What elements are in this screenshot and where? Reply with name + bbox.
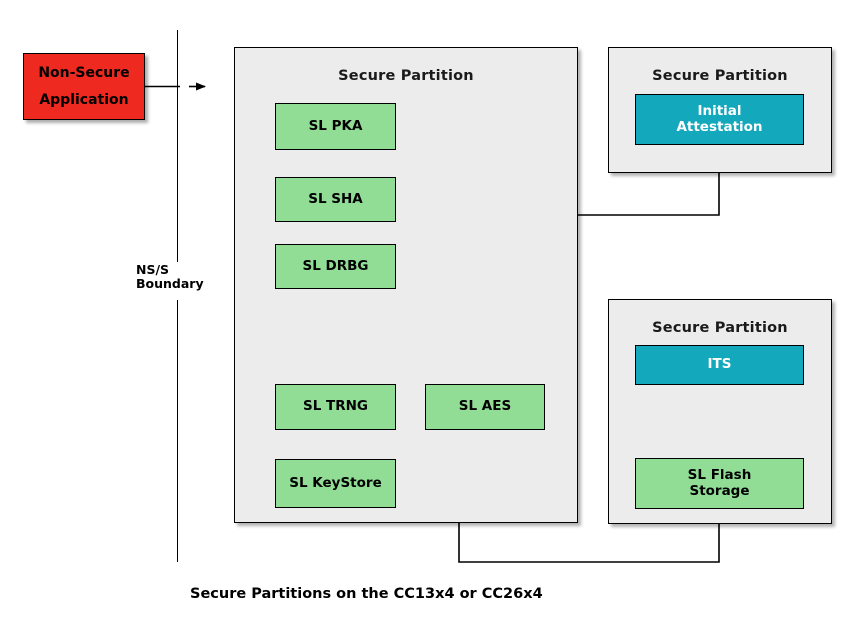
diagram-caption: Secure Partitions on the CC13x4 or CC26x… — [190, 586, 543, 602]
partition-crypto-title: Secure Partition — [338, 68, 474, 84]
block-its[interactable]: ITS — [635, 345, 804, 385]
ns-s-boundary-line — [177, 30, 178, 262]
partition-storage-title: Secure Partition — [652, 320, 788, 336]
block-sl-drbg[interactable]: SL DRBG — [275, 244, 396, 289]
ns-s-boundary-line-lower — [177, 300, 178, 562]
block-sl-flash-storage[interactable]: SL Flash Storage — [635, 458, 804, 509]
block-sl-sha[interactable]: SL SHA — [275, 177, 396, 222]
block-initial-attestation[interactable]: Initial Attestation — [635, 94, 804, 145]
non-secure-application-block[interactable]: Non-Secure Application — [23, 53, 145, 120]
ns-s-boundary-label: NS/S Boundary — [133, 262, 207, 292]
block-sl-aes[interactable]: SL AES — [425, 384, 545, 430]
block-sl-keystore[interactable]: SL KeyStore — [275, 459, 396, 508]
block-sl-pka[interactable]: SL PKA — [275, 103, 396, 150]
partition-attestation-title: Secure Partition — [652, 68, 788, 84]
block-sl-trng[interactable]: SL TRNG — [275, 384, 396, 430]
